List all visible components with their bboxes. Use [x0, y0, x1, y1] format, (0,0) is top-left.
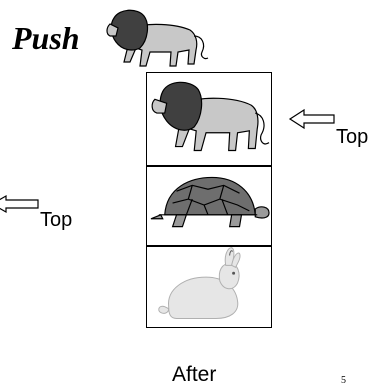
- arrow-left-icon: [0, 194, 39, 214]
- lion-icon: [106, 9, 209, 67]
- stack-slot-bottom: [147, 245, 271, 327]
- stack-slot-middle: [147, 165, 271, 247]
- top-pointer-label-left: Top: [40, 209, 73, 231]
- turtle-icon: [150, 176, 270, 228]
- slide-title: Push: [12, 20, 80, 56]
- arrow-left-icon: [288, 108, 335, 130]
- rabbit-icon: [158, 247, 241, 319]
- stack: [146, 72, 272, 328]
- page-number: 5: [341, 375, 346, 386]
- top-pointer-label-right: Top: [336, 126, 369, 148]
- stack-slot-top: [147, 73, 271, 167]
- caption: After: [172, 363, 217, 386]
- lion-icon: [151, 81, 270, 152]
